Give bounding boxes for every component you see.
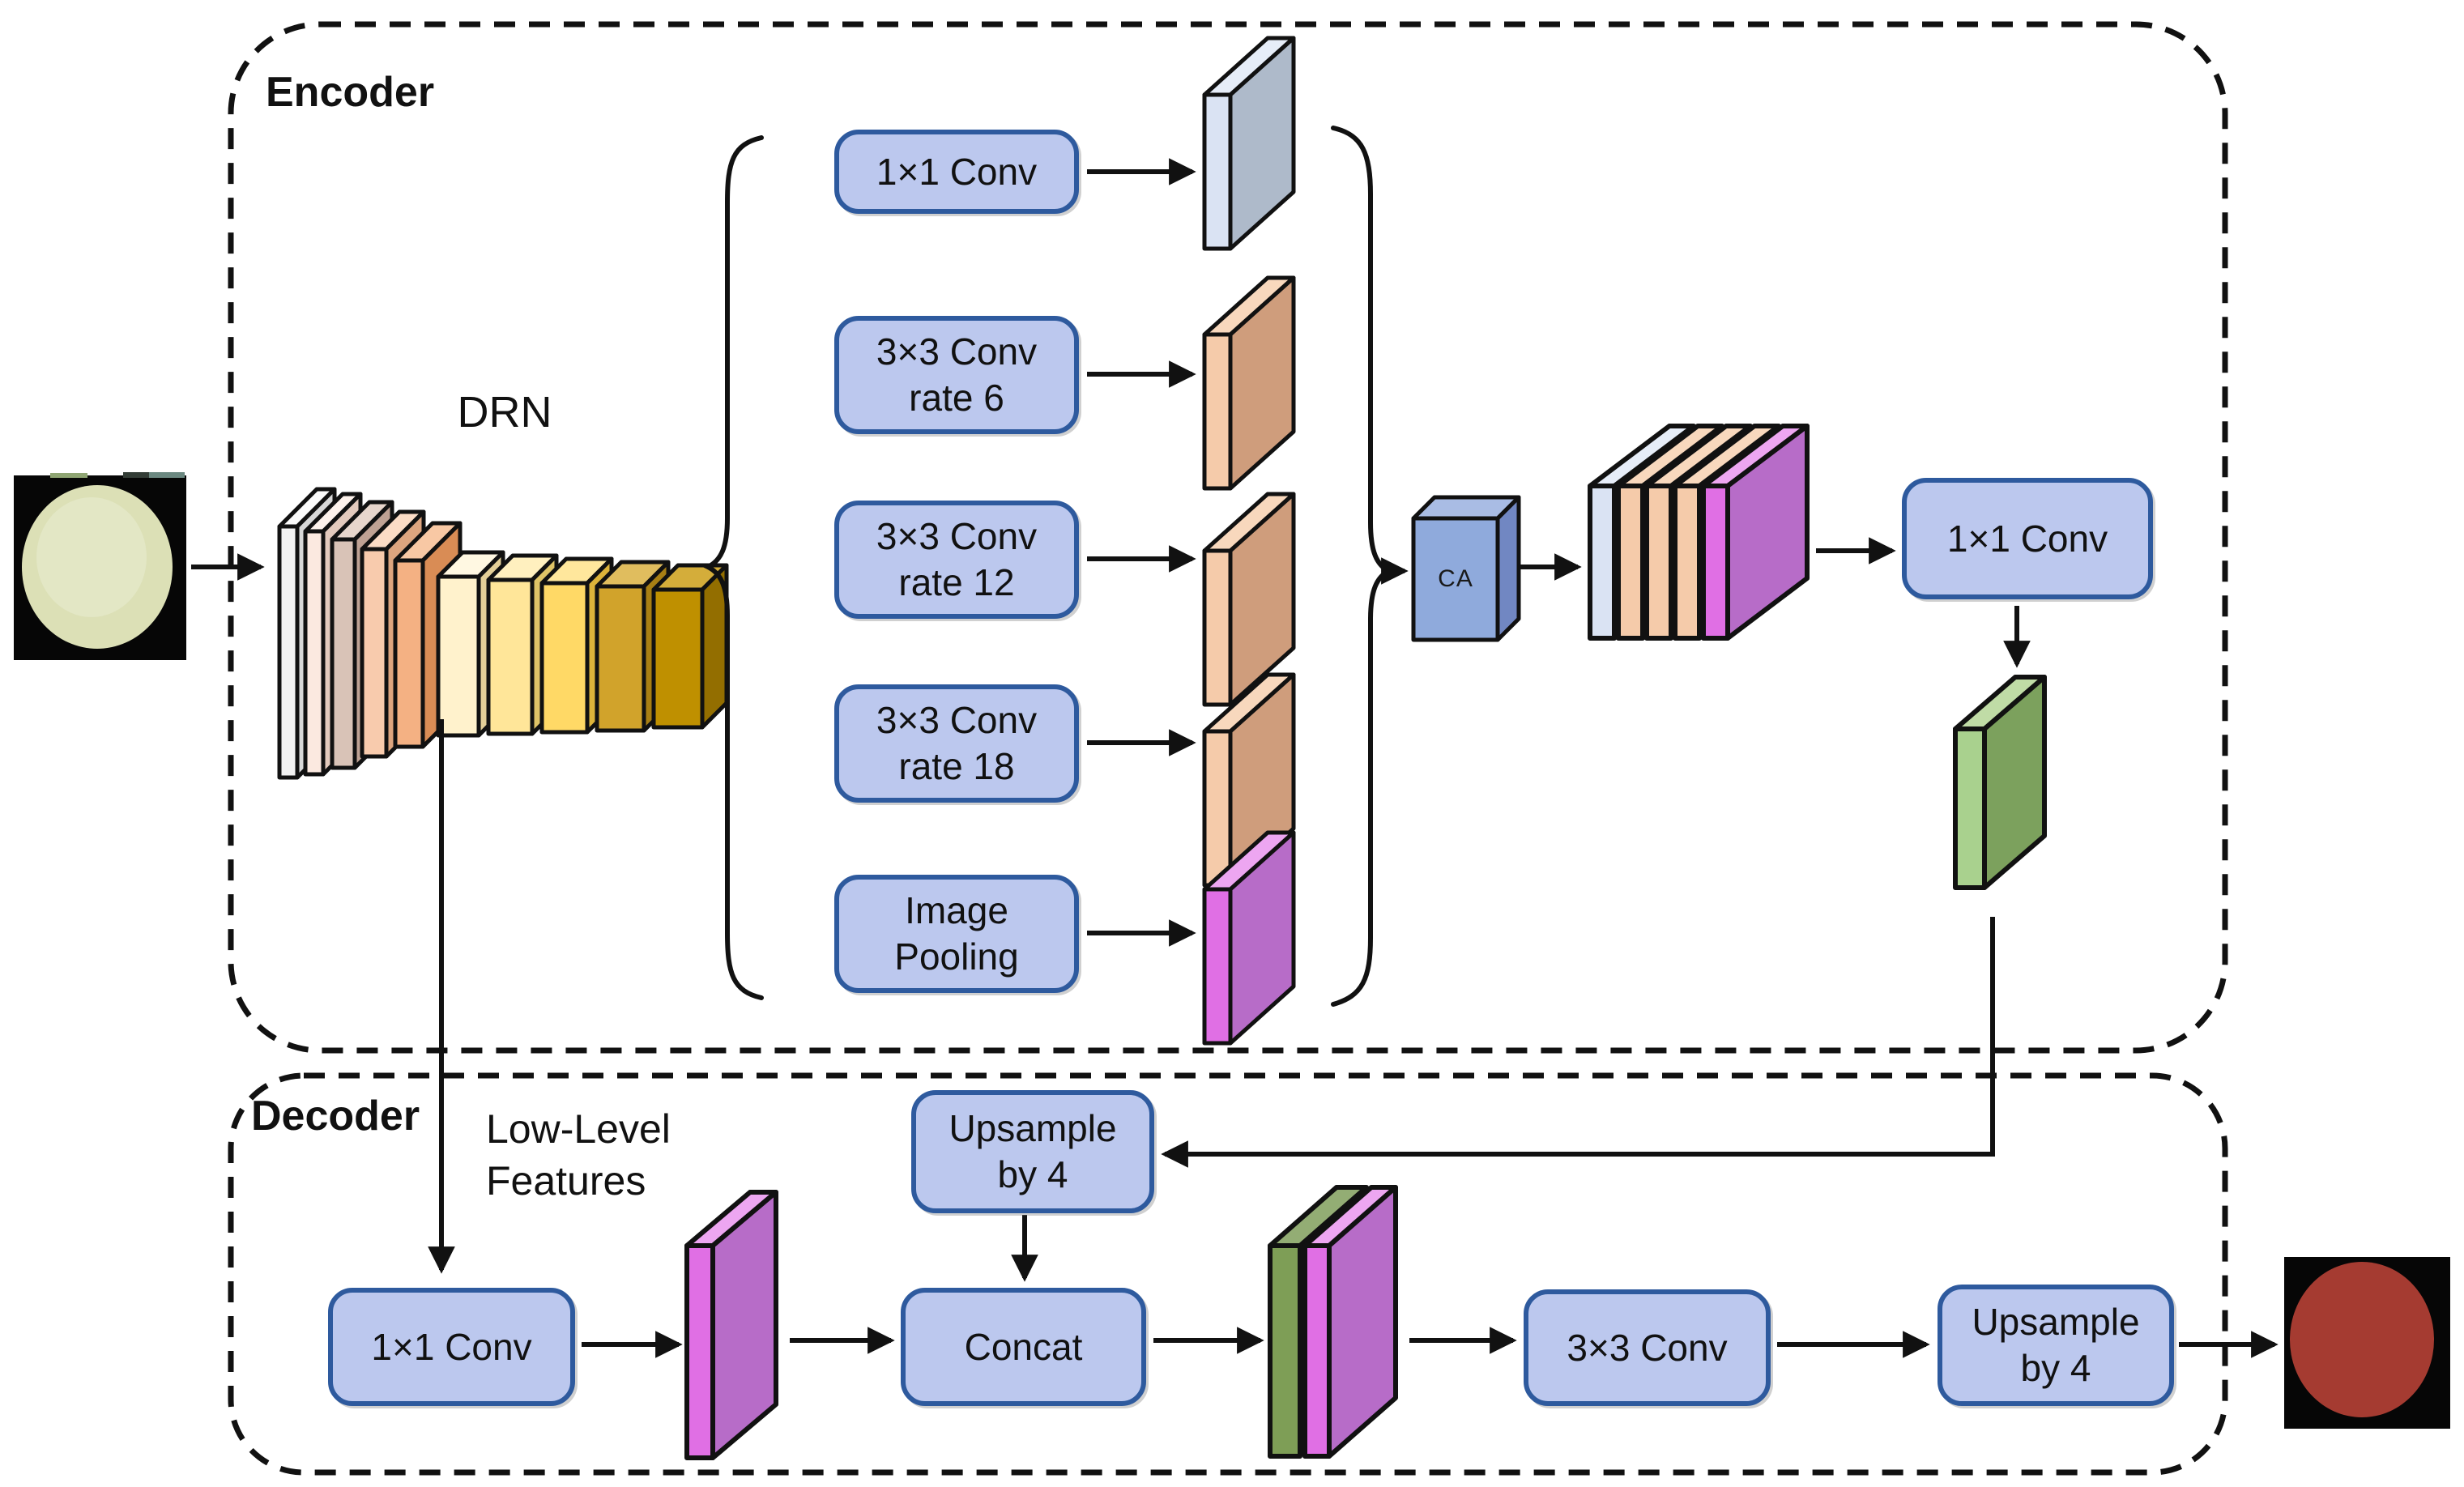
aspp-image-pooling-box: Image Pooling	[834, 875, 1079, 993]
aspp-slab-image-pooling	[1202, 830, 1296, 1046]
image-pooling-line2: Pooling	[894, 935, 1019, 978]
decoder-conv1x1-label: 1×1 Conv	[371, 1325, 532, 1368]
rate12-line2: rate 12	[898, 561, 1015, 603]
upsample1-line1: Upsample	[949, 1107, 1117, 1149]
drn-feature-stack	[277, 487, 729, 780]
decoder-upsample2-box: Upsample by 4	[1938, 1285, 2174, 1406]
aspp-conv1x1-box: 1×1 Conv	[834, 130, 1079, 214]
drn-block-5	[651, 563, 729, 730]
decoder-concat-stack	[1268, 1185, 1398, 1459]
decoder-conv3x3-box: 3×3 Conv	[1524, 1289, 1771, 1406]
decoder-conv1x1-box: 1×1 Conv	[328, 1288, 575, 1406]
rate6-line2: rate 6	[909, 377, 1004, 419]
arrow-encoder-to-decoder-upsample	[1161, 917, 1995, 1168]
rate18-line1: 3×3 Conv	[876, 699, 1038, 741]
encoder-output-slab	[1953, 675, 2047, 890]
upsample2-line1: Upsample	[1972, 1301, 2140, 1343]
decoder-label: Decoder	[251, 1093, 420, 1140]
aspp-slab-1x1	[1202, 36, 1296, 251]
upsample2-line2: by 4	[2020, 1347, 2091, 1389]
concat-label: Concat	[964, 1325, 1083, 1368]
image-pooling-line1: Image	[905, 889, 1008, 931]
decoder-arrows	[582, 1215, 2279, 1358]
aspp-slab-rate12	[1202, 492, 1296, 707]
decoder-region-frame	[228, 1072, 2228, 1476]
aspp-slab-rate6	[1202, 275, 1296, 491]
aspp-result-slabs	[1202, 36, 1296, 1046]
aspp-branch-arrows	[1087, 158, 1196, 947]
brace-left	[702, 135, 764, 1000]
aspp-conv1x1-label: 1×1 Conv	[876, 150, 1038, 193]
rate18-line2: rate 18	[898, 745, 1015, 787]
decoder-conv3x3-label: 3×3 Conv	[1567, 1326, 1728, 1369]
drn-label: DRN	[457, 388, 552, 437]
ca-label: CA	[1438, 565, 1473, 592]
encoder-label: Encoder	[266, 69, 435, 116]
encoder-region-frame	[228, 21, 2228, 1054]
aspp-concat-stack	[1588, 424, 1810, 641]
input-image	[14, 472, 186, 660]
aspp-conv3x3-rate6-box: 3×3 Conv rate 6	[834, 316, 1079, 434]
low-level-line1: Low-Level	[486, 1106, 671, 1152]
encoder-conv1x1-label: 1×1 Conv	[1946, 517, 2108, 560]
ca-attention-cube	[1411, 495, 1521, 642]
low-level-feature-slab	[684, 1190, 778, 1460]
aspp-conv3x3-rate12-box: 3×3 Conv rate 12	[834, 501, 1079, 619]
output-image	[2284, 1257, 2450, 1429]
rate12-line1: 3×3 Conv	[876, 515, 1038, 557]
encoder-conv1x1-box: 1×1 Conv	[1902, 478, 2153, 599]
decoder-upsample1-box: Upsample by 4	[911, 1090, 1154, 1213]
decoder-concat-box: Concat	[901, 1288, 1146, 1406]
rate6-line1: 3×3 Conv	[876, 330, 1038, 373]
aspp-conv3x3-rate18-box: 3×3 Conv rate 18	[834, 684, 1079, 803]
low-level-line2: Features	[486, 1158, 646, 1204]
brace-right	[1331, 126, 1394, 1007]
upsample1-line2: by 4	[997, 1153, 1068, 1195]
